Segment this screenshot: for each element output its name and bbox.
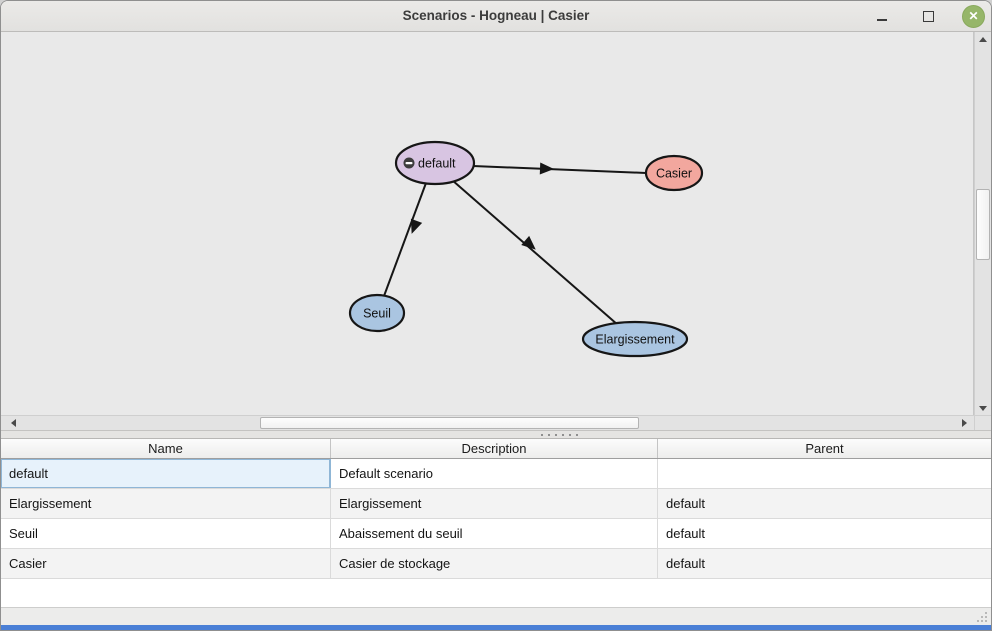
table-row[interactable]: Seuil Abaissement du seuil default — [1, 519, 991, 549]
table-body: default Default scenario Elargissement E… — [1, 459, 991, 579]
cell-description[interactable]: Elargissement — [331, 489, 658, 518]
maximize-icon — [922, 10, 934, 22]
cell-name[interactable]: Casier — [1, 549, 331, 578]
graph-panel: default Casier Seuil Elargissement — [1, 32, 991, 415]
status-bar — [1, 607, 991, 625]
resize-grip-icon[interactable] — [975, 612, 987, 622]
close-icon: ✕ — [968, 8, 979, 23]
node-casier[interactable]: Casier — [644, 154, 704, 192]
node-label: Elargissement — [595, 333, 675, 347]
horizontal-scroll-track[interactable] — [25, 416, 954, 430]
arrow-down-icon — [979, 405, 987, 411]
table-row[interactable]: Casier Casier de stockage default — [1, 549, 991, 579]
column-header-name[interactable]: Name — [1, 439, 331, 458]
minimize-button[interactable] — [870, 4, 894, 28]
window-title: Scenarios - Hogneau | Casier — [402, 8, 590, 23]
arrow-left-icon — [10, 419, 16, 427]
horizontal-scroll-thumb[interactable] — [260, 417, 639, 429]
scenario-table: Name Description Parent default Default … — [1, 439, 991, 607]
splitter-grip-icon — [541, 434, 581, 436]
vertical-scroll-thumb[interactable] — [976, 189, 990, 260]
node-default[interactable]: default — [394, 140, 476, 186]
arrow-up-icon — [979, 36, 987, 42]
table-row[interactable]: Elargissement Elargissement default — [1, 489, 991, 519]
arrowhead-icon — [539, 162, 554, 175]
cell-description[interactable]: Default scenario — [331, 459, 658, 488]
horizontal-scrollbar[interactable] — [1, 415, 991, 430]
table-row[interactable]: default Default scenario — [1, 459, 991, 489]
node-label: default — [418, 157, 456, 171]
graph-edges — [383, 165, 647, 326]
node-label: Seuil — [363, 307, 391, 321]
table-header: Name Description Parent — [1, 439, 991, 459]
collapse-minus-bar — [405, 162, 413, 165]
scroll-right-button[interactable] — [954, 416, 974, 430]
column-header-parent[interactable]: Parent — [805, 441, 844, 456]
edge-default-seuil — [383, 182, 427, 297]
titlebar[interactable]: Scenarios - Hogneau | Casier ✕ — [1, 1, 991, 32]
cell-name[interactable]: Elargissement — [1, 489, 331, 518]
arrow-right-icon — [961, 419, 967, 427]
cell-description[interactable]: Casier de stockage — [331, 549, 658, 578]
scroll-up-button[interactable] — [975, 32, 991, 46]
cell-parent[interactable] — [658, 459, 991, 488]
scenario-graph-svg: default Casier Seuil Elargissement — [348, 140, 704, 358]
maximize-button[interactable] — [916, 4, 940, 28]
cell-description[interactable]: Abaissement du seuil — [331, 519, 658, 548]
vertical-scroll-track[interactable] — [975, 46, 991, 401]
window-controls: ✕ — [870, 1, 985, 31]
node-label: Casier — [656, 167, 692, 181]
edge-default-casier — [472, 165, 647, 174]
cell-name[interactable]: Seuil — [1, 519, 331, 548]
table-empty-area[interactable] — [1, 579, 991, 607]
node-elargissement[interactable]: Elargissement — [581, 320, 689, 358]
arrowhead-icon — [521, 235, 536, 250]
desktop-panel-strip — [1, 625, 991, 630]
scroll-left-button[interactable] — [1, 416, 25, 430]
arrowhead-icon — [410, 218, 423, 234]
cell-parent[interactable]: default — [666, 556, 706, 571]
scrollbar-corner — [974, 416, 991, 430]
edge-default-elargissement — [451, 179, 619, 326]
edge-arrowheads — [410, 162, 554, 250]
scenario-graph-canvas[interactable]: default Casier Seuil Elargissement — [1, 32, 974, 415]
scroll-down-button[interactable] — [975, 401, 991, 415]
close-button[interactable]: ✕ — [962, 4, 985, 28]
cell-name-selected[interactable]: default — [1, 459, 331, 488]
panel-splitter[interactable] — [1, 430, 991, 439]
cell-parent[interactable]: default — [666, 496, 706, 511]
column-header-description[interactable]: Description — [331, 439, 658, 458]
vertical-scrollbar[interactable] — [974, 32, 991, 415]
node-seuil[interactable]: Seuil — [348, 293, 406, 333]
minimize-icon — [877, 19, 887, 21]
cell-parent[interactable]: default — [666, 526, 706, 541]
